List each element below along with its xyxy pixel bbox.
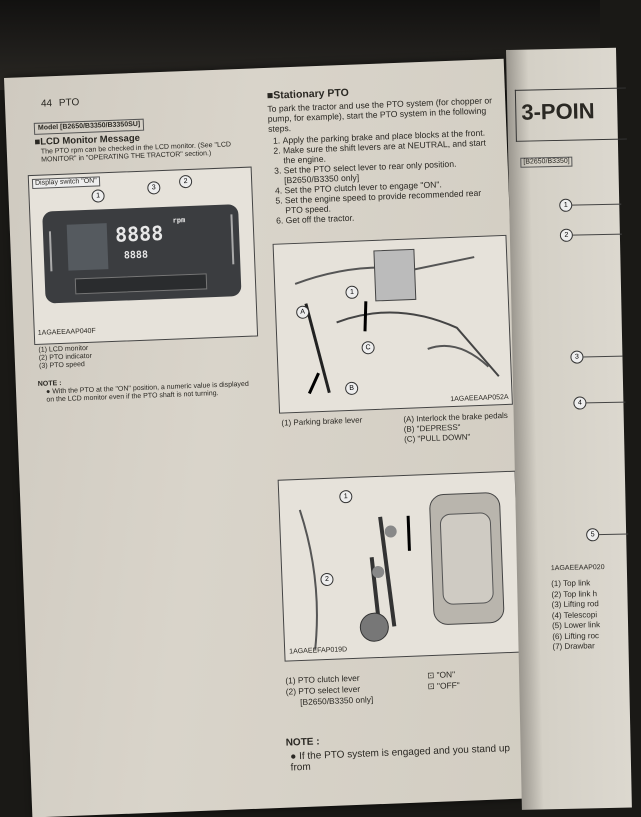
- note2-label: NOTE :: [285, 736, 320, 749]
- fig1-legend: (1) LCD monitor (2) PTO indicator (3) PT…: [38, 345, 92, 371]
- parking-brake-illustration: [294, 248, 500, 395]
- lcd-monitor: 8888 rpm 8888: [42, 204, 242, 304]
- callout-2: 2: [178, 174, 193, 189]
- right-title: 3-POIN: [521, 98, 595, 125]
- right-legend-3: (3) Lifting rod: [551, 599, 599, 610]
- fig3-legend-right: ⊡ "ON" ⊡ "OFF": [427, 669, 460, 692]
- fig3-legend-left: (1) PTO clutch lever (2) PTO select leve…: [285, 672, 373, 708]
- legend-off: ⊡ "OFF": [427, 679, 460, 692]
- left-indicators: [48, 230, 63, 272]
- right-legend-5: (5) Lower link: [551, 620, 601, 631]
- right-model-label: [B2650/B3350]: [520, 156, 573, 168]
- lcd-unit: rpm: [172, 216, 186, 225]
- lcd-sub-digits: 8888: [123, 249, 149, 262]
- left-page: 44 PTO Model [B2650/B3350/B3350SU] ■LCD …: [4, 58, 533, 817]
- note-text: ● With the PTO at the "ON" position, a n…: [45, 380, 249, 404]
- right-fig-code: 1AGAEEAAP020: [550, 564, 605, 573]
- callout-3: 3: [147, 181, 161, 195]
- fig1-code: 1AGAEEAAP040F: [37, 327, 96, 337]
- page-header: 44 PTO: [41, 97, 80, 109]
- right-legend-7: (7) Drawbar: [552, 641, 595, 652]
- pto-lever-figure: 1 2 1AGAEEFAP019D: [277, 470, 523, 662]
- right-page: 3-POIN [B2650/B3350] 1 2 3 4 5 1AGAEEAAP…: [506, 47, 632, 810]
- lcd-main-digits: 8888: [114, 221, 164, 247]
- fig2-legend-right: (A) Interlock the brake pedals (B) "DEPR…: [403, 411, 509, 445]
- fig1-legend-3: (3) PTO speed: [38, 361, 85, 370]
- parking-brake-figure: A 1 C B 1AGAEEAAP052A: [272, 234, 513, 414]
- display-switch-label: Display switch "ON": [31, 176, 100, 189]
- stationary-title: ■Stationary PTO: [266, 86, 350, 102]
- steps-list: Apply the parking brake and place blocks…: [268, 127, 499, 226]
- lcd-icon-strip: [74, 273, 208, 295]
- pto-lever-illustration: [298, 492, 505, 650]
- section-name: PTO: [58, 97, 80, 109]
- page-number: 44: [40, 98, 53, 110]
- right-legend: (1) Top link (2) Top link h (3) Lifting …: [551, 578, 601, 652]
- fig3-legend-3: [B2650/B3350 only]: [299, 694, 374, 708]
- lcd-figure: Display switch "ON" 1 3 2 8888 rpm 8888 …: [27, 166, 259, 346]
- bar-gauge: [66, 223, 109, 271]
- right-indicators: [218, 214, 235, 265]
- callout-1: 1: [91, 189, 105, 203]
- fig2-legend-left: (1) Parking brake lever: [281, 415, 363, 428]
- note2-text: ● If the PTO system is engaged and you s…: [290, 743, 511, 774]
